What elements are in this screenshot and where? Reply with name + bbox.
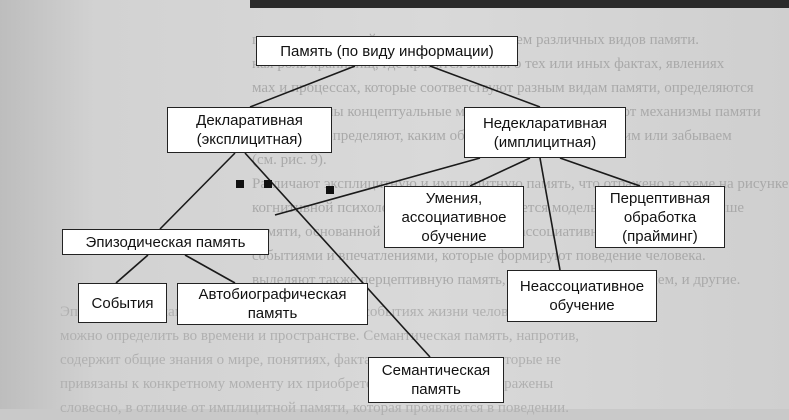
node-label: Недекларативная (имплицитная) (482, 114, 608, 151)
node-label: Неассоциативное обучение (519, 278, 645, 314)
node-label: Семантическая память (381, 362, 491, 398)
background-line: мах и процессах, которые соответствуют р… (252, 80, 754, 96)
background-line: (см. рис. 9). (252, 152, 327, 168)
node-nondeclarative: Недекларативная (имплицитная) (464, 107, 626, 158)
node-label: Эпизодическая память (85, 233, 246, 251)
edge-nondeclarative-perceptual (559, 157, 641, 187)
node-autobiographical: Автобиографическая память (177, 283, 368, 325)
node-skills-associative: Умения, ассоциативное обучение (384, 186, 524, 248)
marker-square (264, 180, 272, 188)
node-events: События (78, 283, 167, 323)
node-label: События (91, 294, 154, 312)
node-episodic-memory: Эпизодическая память (62, 229, 269, 255)
diagram-edges (115, 65, 641, 358)
edge-nondeclarative-semantic (274, 157, 481, 216)
node-perceptual-priming: Перцептивная обработка (прайминг) (595, 186, 725, 248)
edge-root-declarative (249, 65, 356, 108)
edge-root-nondeclarative (429, 65, 541, 108)
marker-square (326, 186, 334, 194)
background-line: событиями и впечатлениями, которые форми… (252, 248, 706, 264)
node-label: Декларативная (эксплицитная) (196, 112, 303, 148)
page-top-edge (250, 0, 789, 8)
edge-nondeclarative-skills (469, 157, 531, 187)
node-label: Автобиографическая память (198, 286, 347, 322)
marker-square (236, 180, 244, 188)
node-label: Умения, ассоциативное обучение (401, 189, 507, 245)
node-nonassociative: Неассоциативное обучение (507, 270, 657, 322)
node-declarative: Декларативная (эксплицитная) (167, 107, 332, 153)
edge-declarative-semantic (244, 152, 431, 358)
edge-declarative-episodic (159, 152, 236, 230)
node-label: Перцептивная обработка (прайминг) (609, 189, 711, 245)
edge-episodic-autobiographical (184, 254, 236, 284)
background-line: можно определить во времени и пространст… (60, 328, 580, 344)
node-semantic-memory: Семантическая память (368, 357, 504, 403)
node-label: Память (по виду информации) (280, 42, 494, 60)
edge-nondeclarative-nonassociative (539, 157, 561, 271)
node-memory-by-information: Память (по виду информации) (256, 36, 518, 66)
edge-episodic-events (115, 254, 149, 284)
